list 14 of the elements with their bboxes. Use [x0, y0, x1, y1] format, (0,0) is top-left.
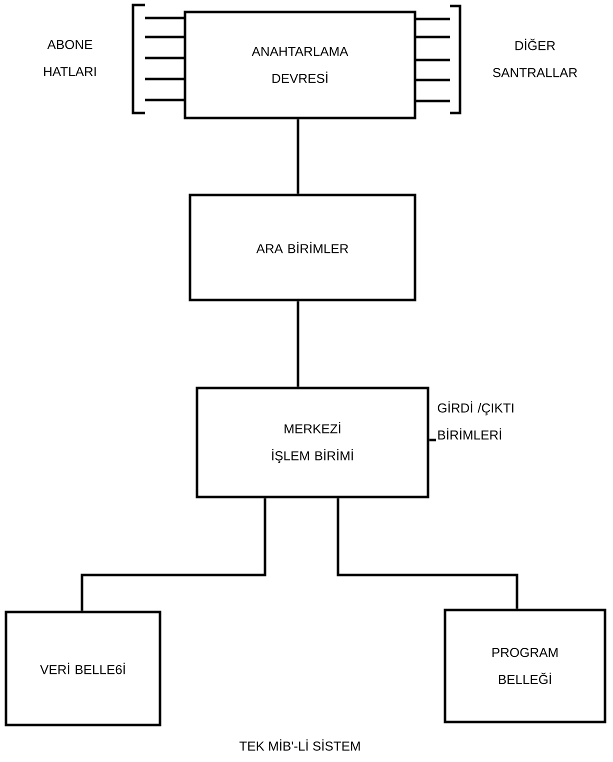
connector-line — [336, 498, 518, 609]
side-label: ABONE HATLARI — [44, 40, 96, 76]
block-box: MERKEZİ İŞLEM BİRİMİ — [196, 386, 430, 498]
caption: TEK MİB'-Lİ SİSTEM — [239, 739, 360, 751]
block-box: VERİ BELLE6İ — [4, 610, 162, 726]
block-label: GİRDİ /ÇIKTI BİRİMLERİ — [438, 401, 514, 440]
connector-line — [429, 438, 436, 442]
connector-line — [296, 119, 300, 194]
connector-line — [80, 498, 266, 611]
connector-line — [296, 301, 300, 387]
block-box: ARA BİRİMLER — [188, 194, 416, 302]
block-box: PROGRAM BELLEĞİ — [444, 608, 606, 724]
block-box: ANAHTARLAMA DEVRESİ — [184, 10, 416, 120]
side-label: DİĞER SANTRALLAR — [492, 38, 578, 78]
